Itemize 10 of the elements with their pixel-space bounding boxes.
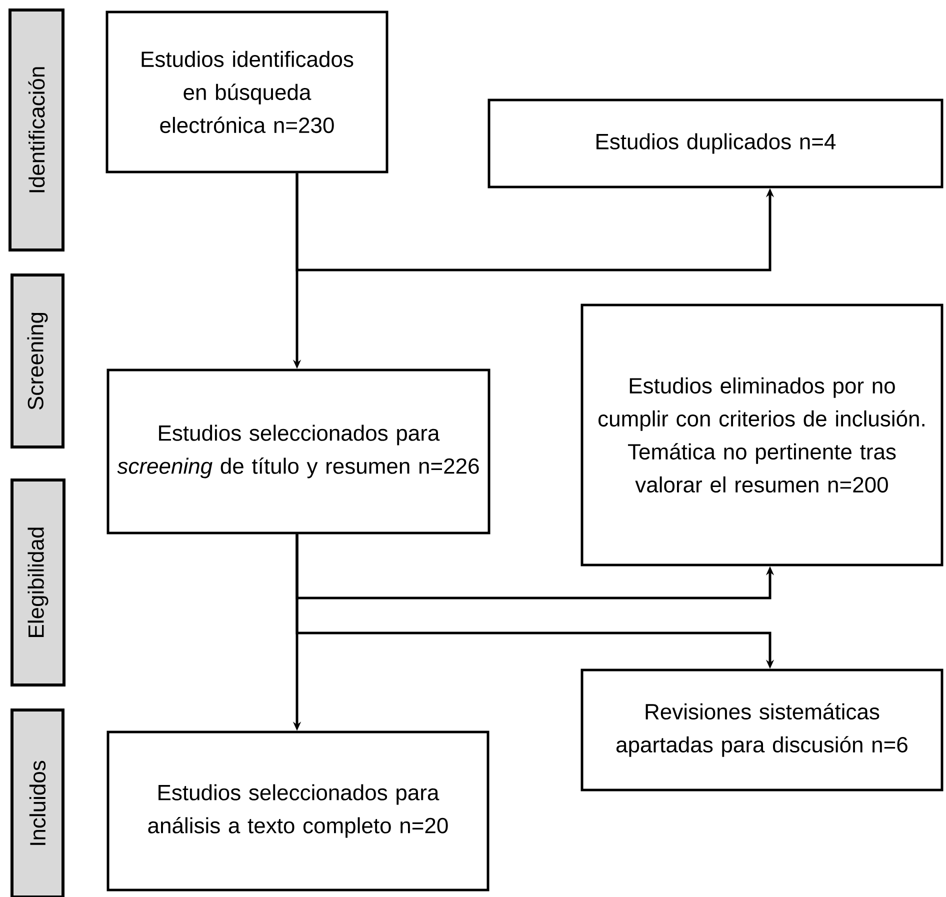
- process-box: Estudios eliminados por no cumplir con criterios de inclusión. Temática no pertinente tras valorar el resumen n=200: [580, 304, 944, 566]
- process-box: Estudios seleccionados para screening de título y resumen n=226: [106, 368, 490, 534]
- stage-band: Elegibilidad: [10, 478, 66, 686]
- stage-band: Screening: [10, 274, 64, 448]
- stage-band: Identificación: [8, 8, 64, 252]
- process-box: Revisiones sistemáticas apartadas para discusión n=6: [580, 668, 944, 792]
- process-box: Estudios seleccionados para análisis a texto completo n=20: [106, 730, 490, 892]
- process-box: Estudios duplicados n=4: [488, 98, 944, 188]
- stage-band: Incluidos: [10, 708, 64, 897]
- process-box: Estudios identificados en búsqueda electrónica n=230: [106, 10, 388, 174]
